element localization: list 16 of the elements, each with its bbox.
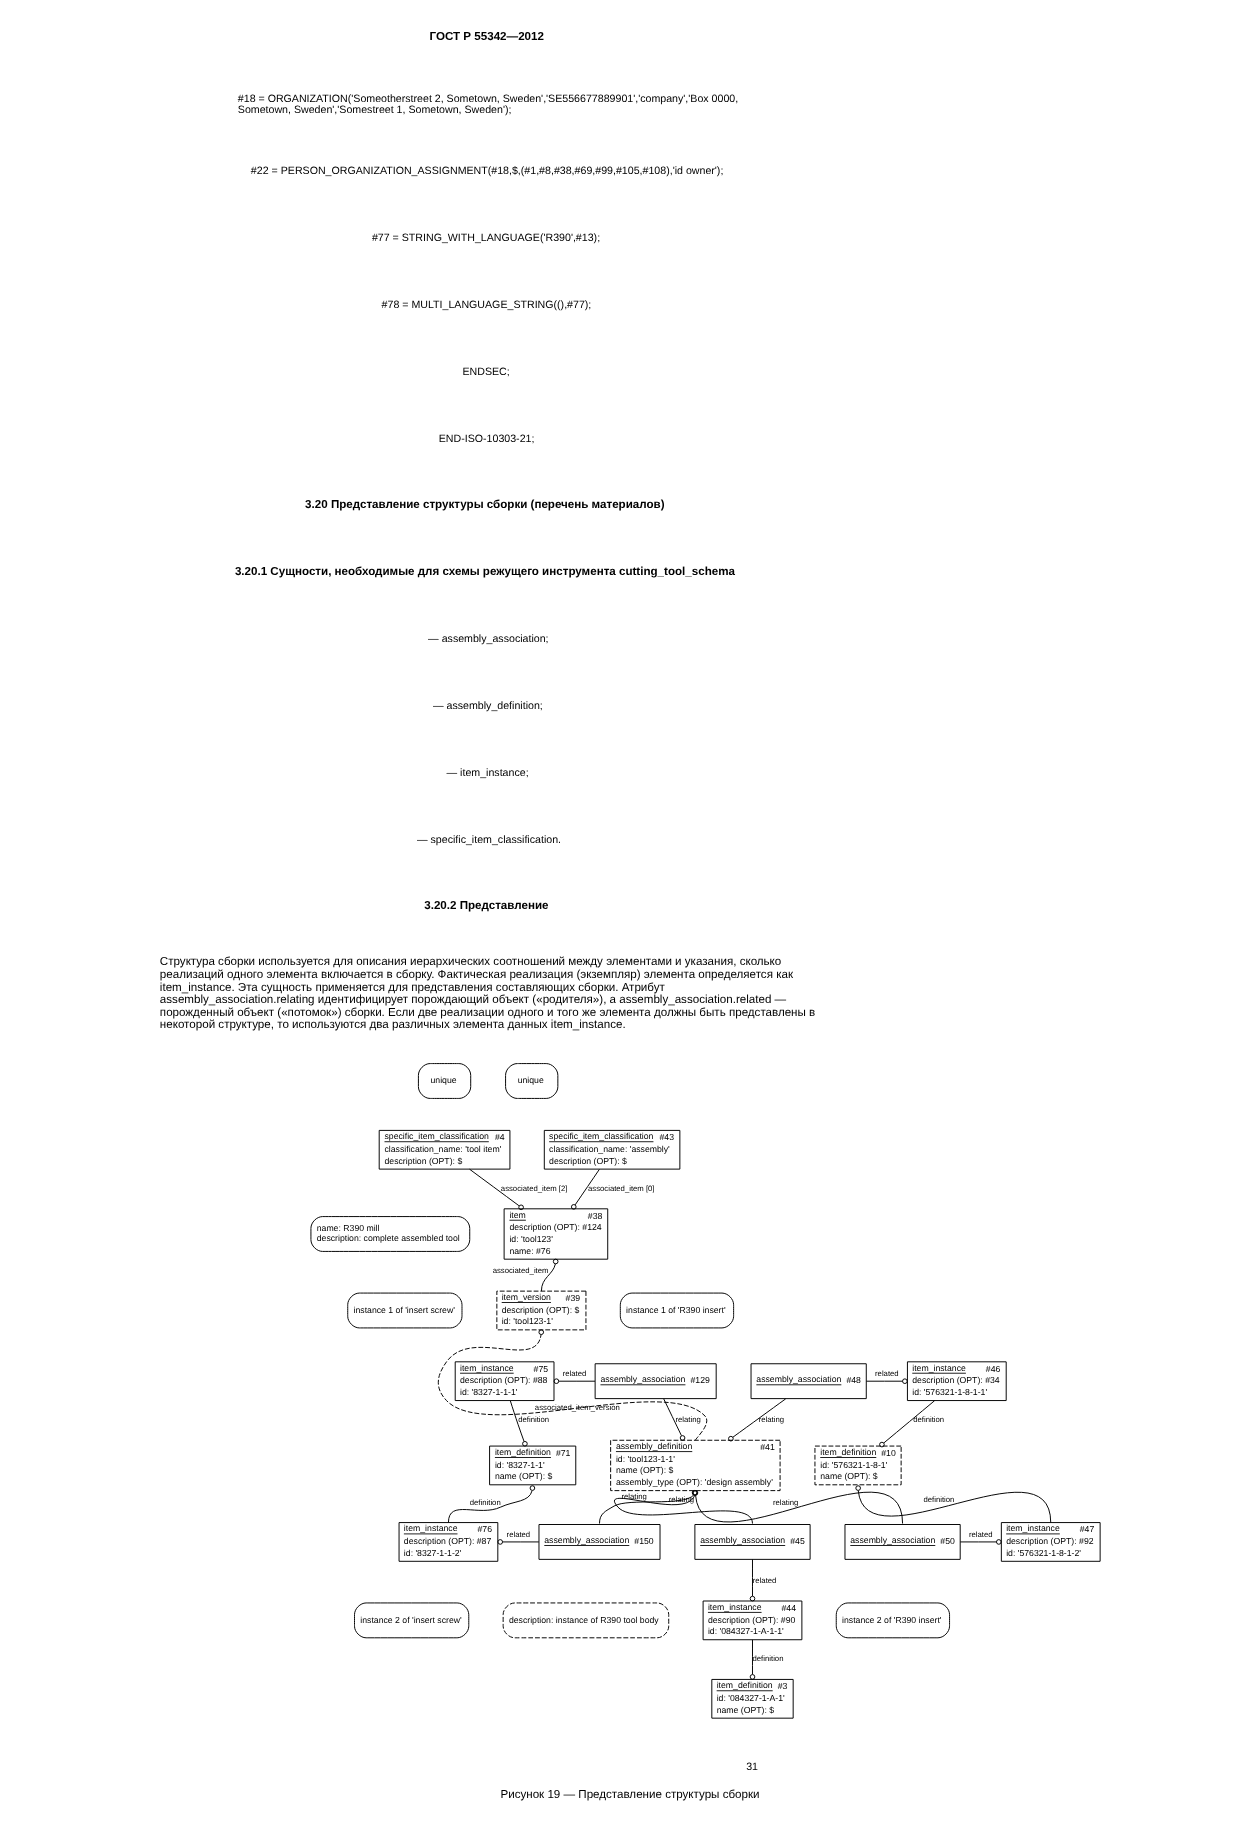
- connector: [447, 1485, 536, 1524]
- connector: [469, 1168, 524, 1211]
- connector: [570, 1168, 600, 1210]
- connector: [865, 1378, 908, 1384]
- connector: [749, 1559, 756, 1602]
- connector: [437, 1329, 708, 1441]
- connector: [749, 1639, 756, 1680]
- connector: [663, 1398, 686, 1441]
- connector: [879, 1400, 936, 1448]
- connector: [959, 1539, 1002, 1545]
- connector: [497, 1539, 540, 1545]
- connector: [509, 1400, 528, 1447]
- connector: [553, 1378, 596, 1384]
- connector: [728, 1398, 787, 1442]
- connector: [855, 1485, 1052, 1524]
- connector: [540, 1258, 559, 1292]
